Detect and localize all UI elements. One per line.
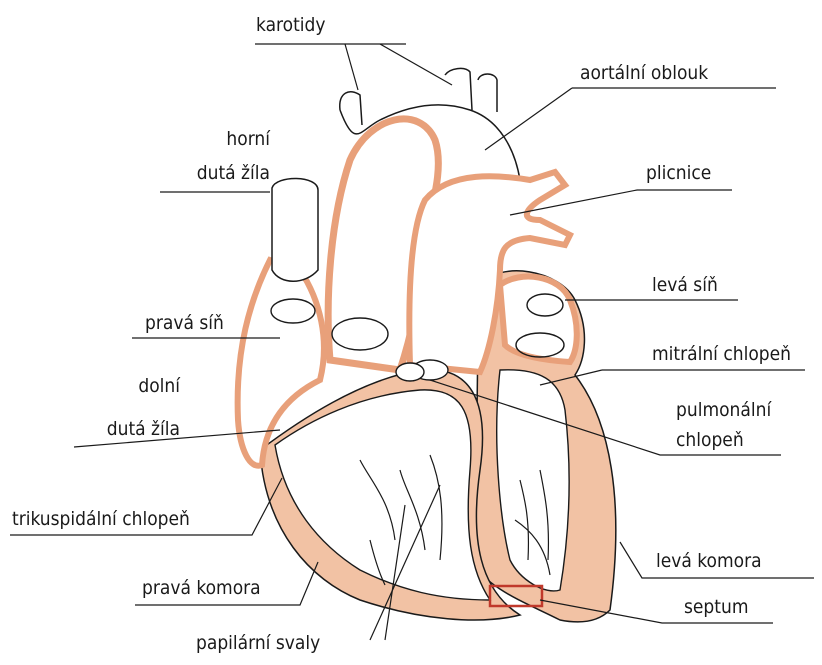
label-dolni-duta-zila-line1: dolní: [96, 375, 180, 397]
label-karotidy: karotidy: [256, 14, 326, 36]
label-papilarni-svaly: papilární svaly: [196, 632, 320, 654]
label-trikuspidalni-chlopen: trikuspidální chlopeň: [12, 508, 190, 530]
label-horni-duta-zila-line2: dutá žíla: [166, 162, 270, 184]
label-septum: septum: [684, 596, 748, 618]
superior-vena-cava: [272, 178, 318, 281]
label-mitralni-chlopen: mitrální chlopeň: [652, 343, 791, 365]
label-leva-komora: levá komora: [656, 550, 762, 572]
left-atrium: [500, 277, 577, 362]
label-horni-duta-zila-line1: horní: [186, 128, 270, 150]
label-plicnice: plicnice: [646, 162, 711, 184]
label-aortalni-oblouk: aortální oblouk: [580, 62, 708, 84]
carotid-third: [478, 74, 497, 112]
carotid-left: [340, 92, 362, 125]
label-leva-sin: levá síň: [652, 274, 718, 296]
label-prava-komora: pravá komora: [142, 577, 261, 599]
label-pulmonalni-chlopen-line1: pulmonální: [676, 399, 771, 421]
label-prava-sin: pravá síň: [145, 312, 224, 334]
label-pulmonalni-chlopen-line2: chlopeň: [676, 429, 744, 451]
aortic-valve: [396, 363, 424, 381]
carotid-right: [445, 68, 472, 110]
label-dolni-duta-zila-line2: dutá žíla: [76, 418, 180, 440]
